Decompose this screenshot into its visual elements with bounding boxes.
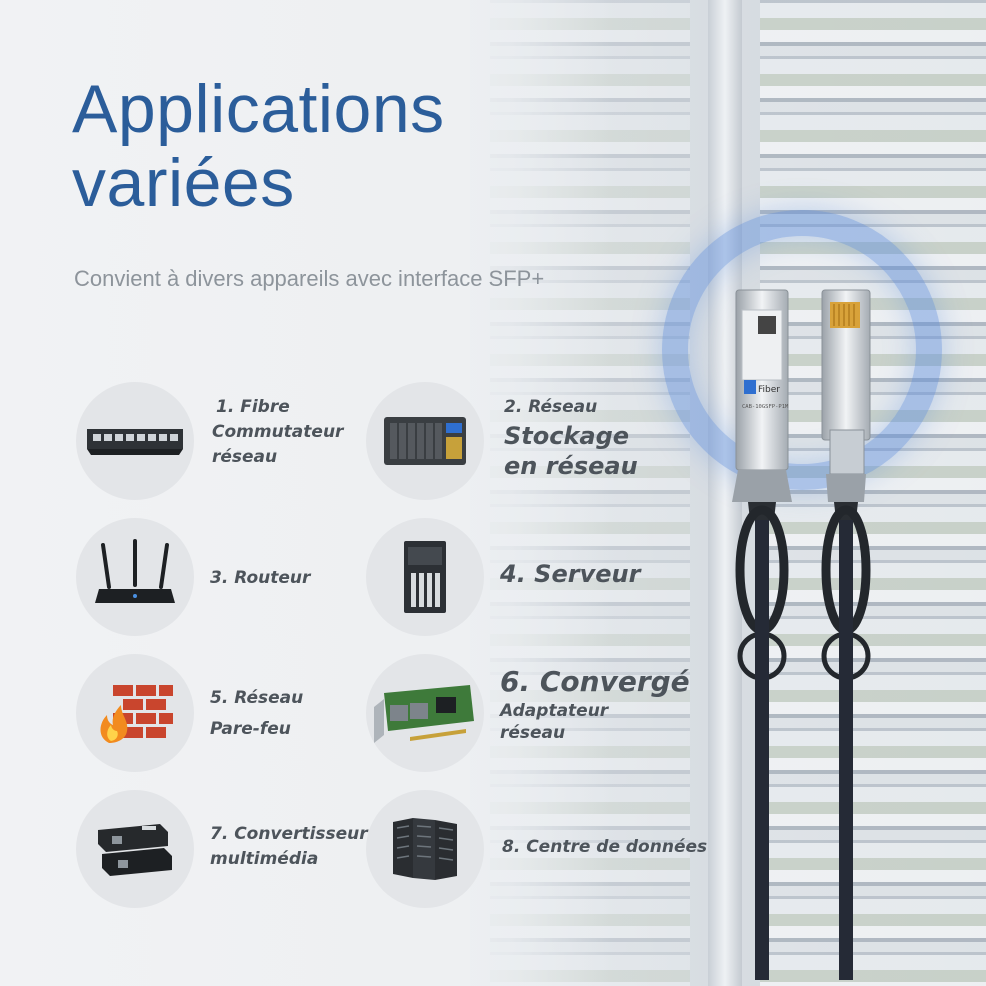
page-subtitle: Convient à divers appareils avec interfa…: [74, 266, 545, 291]
product-brand: Fiber: [758, 385, 780, 395]
item-4-label: 4. Serveur: [500, 558, 640, 590]
item-3-circle: [76, 518, 194, 636]
title-line-1: Applications: [72, 71, 445, 147]
network-switch-icon: [87, 429, 183, 455]
item-8-line-1: 8. Centre de données: [502, 837, 708, 857]
item-7-circle: [76, 790, 194, 908]
firewall-icon: [100, 685, 173, 743]
router-icon: [95, 539, 175, 603]
item-6-label: 6. Convergé Adaptateur réseau: [500, 664, 690, 744]
item-1-line-2: Commutateur: [212, 422, 344, 442]
item-5-line-2: Pare-feu: [210, 719, 291, 739]
media-converter-icon: [98, 824, 172, 876]
item-4-circle: [366, 518, 484, 636]
item-5-circle: [76, 654, 194, 772]
item-7-line-1: 7. Convertisseur: [210, 824, 368, 844]
item-2-circle: [366, 382, 484, 500]
title-line-2: variées: [72, 145, 295, 221]
item-1-line-3: réseau: [212, 447, 278, 467]
product-image: Fiber CAB-10GSFP-P1M: [700, 280, 900, 984]
item-1-circle: [76, 382, 194, 500]
item-4-line-1: 4. Serveur: [500, 560, 641, 588]
item-1-line-1: 1. Fibre: [216, 397, 290, 417]
network-adapter-icon: [374, 685, 474, 743]
server-tower-icon: [404, 541, 446, 613]
item-2-label: 2. Réseau Stockage en réseau: [504, 395, 638, 480]
product-model: CAB-10GSFP-P1M: [742, 404, 789, 410]
item-7-label: 7. Convertisseur multimédia: [210, 822, 368, 872]
page-title: Applications variées: [72, 72, 532, 220]
item-3-line-1: 3. Routeur: [210, 568, 311, 588]
item-6-line-2: Adaptateur: [500, 701, 609, 721]
nas-storage-icon: [384, 417, 466, 465]
item-7-line-2: multimédia: [210, 849, 319, 869]
item-6-circle: [366, 654, 484, 772]
item-2-line-2: Stockage: [504, 422, 630, 450]
item-6-line-3: réseau: [500, 723, 566, 743]
item-8-circle: [366, 790, 484, 908]
item-8-label: 8. Centre de données: [502, 835, 707, 860]
item-5-line-1: 5. Réseau: [210, 688, 304, 708]
data-center-icon: [393, 818, 457, 880]
item-3-label: 3. Routeur: [210, 566, 310, 591]
item-5-label: 5. Réseau Pare-feu: [210, 686, 303, 742]
item-2-line-3: en réseau: [504, 452, 638, 480]
sfp-dac-cable-icon: Fiber CAB-10GSFP-P1M: [732, 289, 871, 980]
item-1-label: 1. Fibre Commutateur réseau: [212, 395, 343, 470]
item-6-line-1: 6. Convergé: [500, 665, 690, 698]
item-2-line-1: 2. Réseau: [504, 397, 598, 417]
